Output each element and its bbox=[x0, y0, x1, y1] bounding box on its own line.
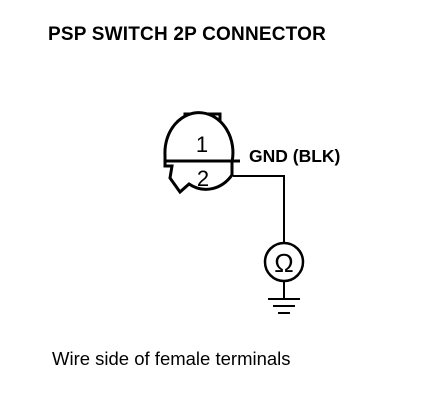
ohm-icon: Ω bbox=[274, 248, 293, 278]
gnd-wire bbox=[233, 175, 285, 244]
ohmmeter: Ω bbox=[263, 241, 305, 283]
terminal-2-number: 2 bbox=[197, 166, 209, 191]
wire-label: GND (BLK) bbox=[249, 146, 340, 166]
ground-icon bbox=[268, 298, 300, 314]
diagram-caption: Wire side of female terminals bbox=[52, 348, 291, 369]
terminal-1-number: 1 bbox=[196, 132, 208, 157]
diagram-title: PSP SWITCH 2P CONNECTOR bbox=[48, 24, 327, 45]
connector-2p bbox=[163, 111, 240, 195]
connector-housing bbox=[163, 111, 235, 195]
